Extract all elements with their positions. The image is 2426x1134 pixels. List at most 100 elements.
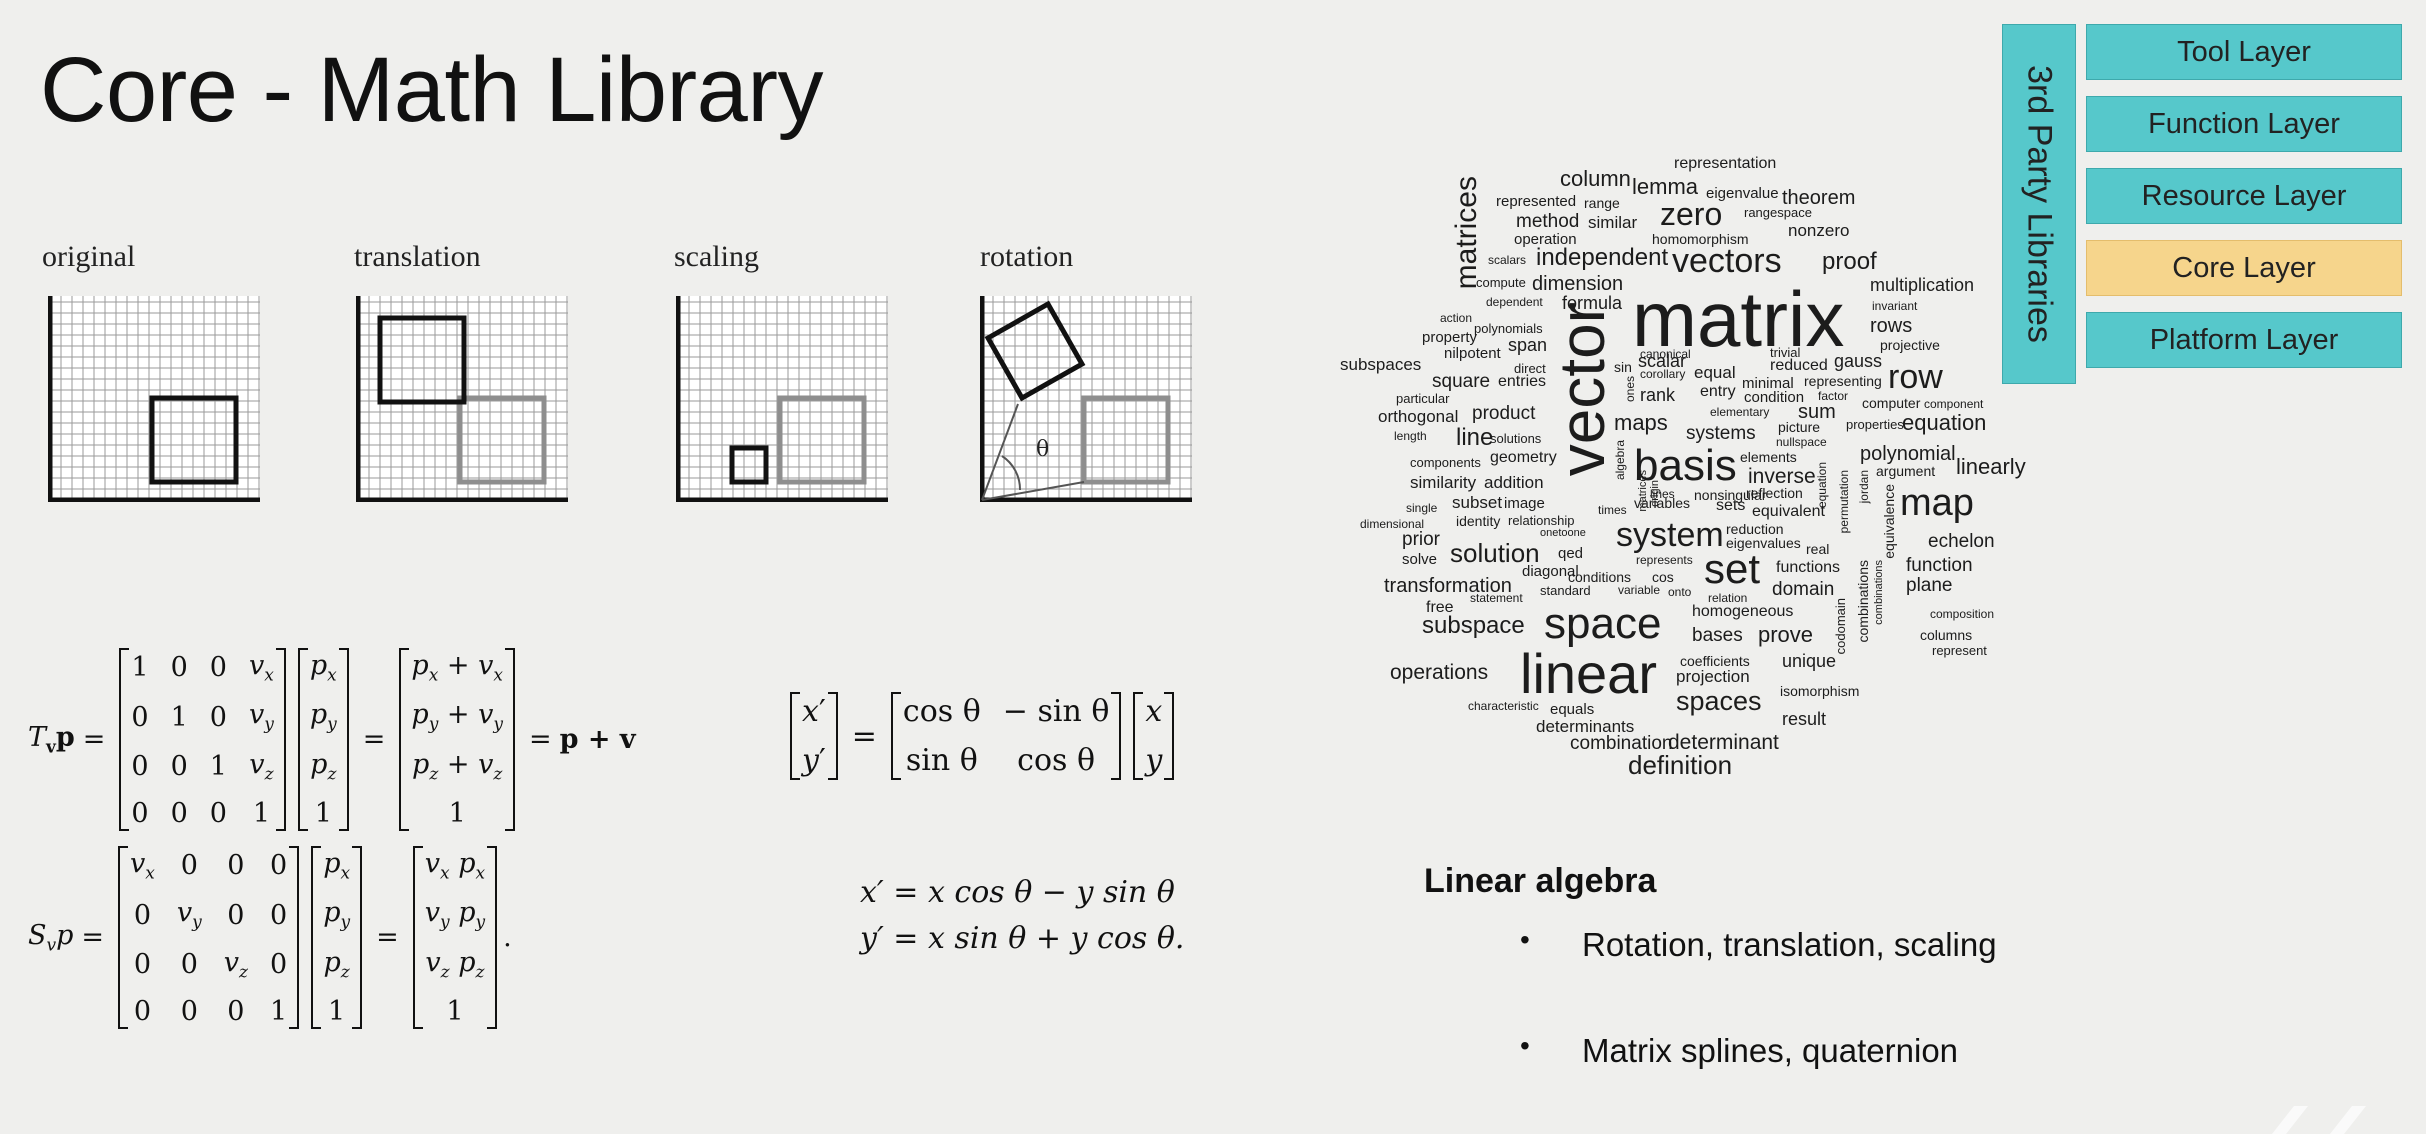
cloud-word: equal	[1694, 363, 1736, 382]
cloud-word: image	[1504, 495, 1545, 512]
matrix-cell: 0	[133, 899, 152, 931]
matrix-cell: y	[1145, 743, 1163, 778]
cloud-word: subspace	[1422, 612, 1525, 639]
matrix-cell: vz	[223, 946, 248, 983]
cloud-word: similarity	[1410, 473, 1477, 492]
cloud-word: property	[1422, 329, 1478, 346]
cloud-word: columns	[1920, 627, 1973, 643]
matrix-cell: pz	[323, 946, 350, 983]
grid-scaling	[676, 296, 888, 502]
matrix-cell: 0	[227, 850, 245, 882]
matrix-cell: 1	[270, 996, 288, 1028]
translation-result: p + v	[559, 724, 636, 756]
matrix-cell: 0	[131, 701, 149, 733]
cloud-word: representation	[1674, 155, 1777, 172]
cloud-word: representing	[1804, 373, 1882, 389]
original-square-ghost	[1081, 395, 1171, 485]
slide-title: Core - Math Library	[40, 39, 823, 141]
cloud-word: determinants	[1536, 717, 1635, 736]
matrix-cell: 0	[170, 798, 188, 830]
cloud-word: theorem	[1782, 187, 1856, 209]
matrix-cell: 1	[252, 798, 271, 830]
cloud-word: reduced	[1770, 357, 1828, 374]
cloud-word: corollary	[1640, 367, 1686, 381]
matrix-cell: vy	[248, 699, 274, 735]
cloud-word-vertical: equation	[1815, 462, 1829, 509]
cloud-word: dimension	[1532, 273, 1624, 295]
cloud-word: relation	[1708, 591, 1748, 605]
rotation-line-y: y′ = x sin θ + y cos θ.	[860, 921, 1185, 956]
cloud-word: direct	[1514, 361, 1546, 376]
cloud-word: function	[1906, 555, 1973, 576]
cloud-word: proof	[1822, 248, 1877, 275]
cloud-word: formula	[1562, 293, 1623, 313]
cloud-word: system	[1616, 516, 1724, 554]
cloud-word: variable	[1618, 583, 1661, 597]
grid-rotation-svg: θ	[980, 296, 1192, 502]
cloud-word: bases	[1692, 625, 1743, 646]
cloud-word: range	[1584, 195, 1620, 211]
grid-rotation: θ	[980, 296, 1192, 502]
matrix-cell: 1	[209, 750, 227, 782]
cloud-word-vertical: permutation	[1837, 470, 1851, 534]
cloud-word: row	[1888, 358, 1943, 396]
cloud-word: basis	[1634, 441, 1737, 490]
cloud-word: homomorphism	[1652, 231, 1749, 247]
cloud-word: polynomials	[1474, 321, 1543, 336]
matrix-cell: vz	[249, 748, 274, 785]
cloud-word: reduction	[1726, 521, 1784, 537]
cloud-word: nonzero	[1788, 221, 1850, 240]
matrix-cell: vy	[176, 897, 202, 933]
matrix-cell: 0	[227, 899, 245, 931]
original-square-ghost	[457, 395, 547, 485]
cloud-word: minimal	[1742, 375, 1794, 392]
cloud-word: set	[1704, 545, 1761, 592]
cloud-word: relationship	[1508, 513, 1575, 528]
cloud-word: zero	[1660, 196, 1723, 232]
cloud-word: line	[1456, 424, 1494, 451]
layer-resource: Resource Layer	[2086, 168, 2402, 224]
cloud-word: coefficients	[1680, 653, 1750, 669]
cloud-word-vertical: codomain	[1833, 598, 1848, 655]
cloud-word-vertical: origin	[1649, 480, 1661, 507]
cloud-word: condition	[1744, 389, 1805, 406]
cloud-word-vertical: combinations	[1873, 560, 1885, 625]
cloud-word: standard	[1540, 583, 1591, 598]
cloud-word: inverse	[1748, 465, 1816, 488]
cloud-word: elements	[1740, 449, 1797, 465]
cloud-word: sin	[1614, 359, 1632, 375]
cloud-word-vertical: jordan	[1857, 470, 1871, 504]
rotation-ray-1	[981, 481, 1085, 501]
translated-square	[377, 315, 467, 405]
third-party-label: 3rd Party Libraries	[2020, 65, 2059, 343]
cloud-word: represents	[1636, 553, 1693, 567]
cloud-word: independent	[1536, 244, 1669, 271]
layer-platform: Platform Layer	[2086, 312, 2402, 368]
third-party-libraries-block: 3rd Party Libraries	[2002, 24, 2076, 384]
matrix-cell: − sin θ	[1002, 694, 1110, 729]
cloud-word: operations	[1390, 661, 1489, 684]
cloud-word: prove	[1758, 622, 1814, 647]
layer-tool: Tool Layer	[2086, 24, 2402, 80]
matrix-cell: 1	[446, 996, 464, 1028]
matrix-cell: 1	[448, 798, 466, 830]
cloud-word: component	[1924, 397, 1984, 411]
cloud-word: entry	[1700, 383, 1736, 400]
cloud-word: statement	[1470, 591, 1523, 605]
cloud-word: canonical	[1640, 347, 1691, 361]
cloud-word: invariant	[1872, 299, 1918, 313]
matrix-cell: 0	[209, 798, 227, 830]
square-shape	[149, 395, 239, 485]
rotation-ray-2	[981, 403, 1019, 501]
cloud-word: plane	[1906, 575, 1953, 596]
cloud-word: nullspace	[1776, 435, 1827, 449]
matrix-cell: sin θ	[905, 743, 978, 778]
matrix-cell: 0	[270, 899, 288, 931]
cloud-word: solve	[1402, 551, 1438, 568]
matrix-cell: 0	[270, 850, 288, 882]
